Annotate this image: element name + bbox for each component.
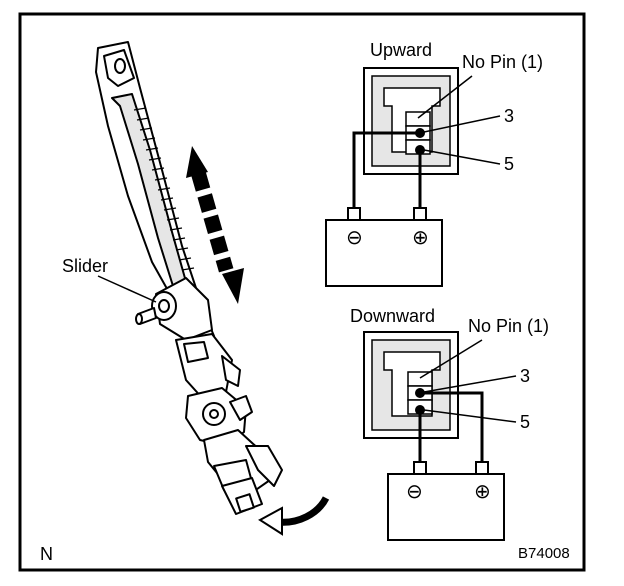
slider-label: Slider (62, 256, 108, 276)
figure-frame (18, 12, 586, 572)
downward-label: Downward (350, 306, 435, 326)
upward-label: Upward (370, 40, 432, 60)
upward-battery-negative: ⊖ (346, 227, 363, 249)
corner-mark: N (40, 544, 53, 564)
rotation-arrow (258, 496, 330, 536)
downward-connector (363, 331, 459, 439)
upward-connector (363, 67, 459, 175)
movement-arrow (186, 146, 244, 304)
upward-battery (325, 207, 443, 287)
downward-no-pin-leader (419, 339, 483, 379)
upward-no-pin-label: No Pin (1) (462, 52, 543, 72)
downward-wire-positive (420, 391, 484, 466)
downward-battery (387, 461, 505, 541)
slider-leader (97, 275, 157, 303)
upward-pin3-label: 3 (504, 106, 514, 126)
downward-pin5-label: 5 (520, 412, 530, 432)
upward-pin5-leader (423, 149, 501, 165)
upward-battery-positive: ⊕ (412, 227, 429, 249)
downward-pin3-leader (423, 375, 517, 393)
downward-battery-positive: ⊕ (474, 481, 491, 503)
rack-teeth (133, 107, 195, 271)
downward-pin5-leader (423, 409, 517, 423)
downward-battery-negative: ⊖ (406, 481, 423, 503)
upward-pin5-label: 5 (504, 154, 514, 174)
downward-no-pin-label: No Pin (1) (468, 316, 549, 336)
downward-pin3-label: 3 (520, 366, 530, 386)
slider-mechanism (95, 41, 283, 515)
upward-wire-negative (352, 131, 420, 212)
upward-pin3-leader (423, 115, 501, 133)
upward-no-pin-leader (417, 75, 473, 119)
figure-code: B74008 (518, 545, 570, 562)
